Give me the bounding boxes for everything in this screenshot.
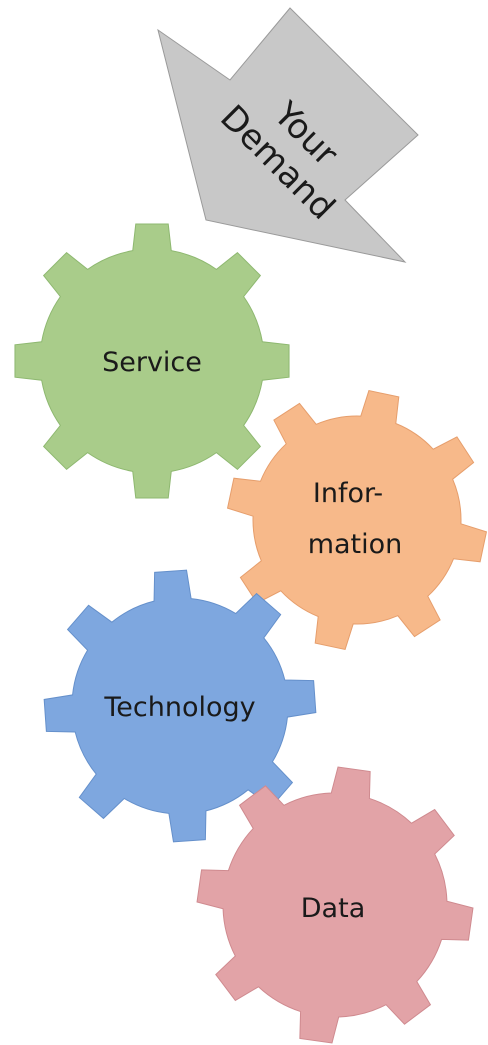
gear-service-label: Service xyxy=(102,347,202,378)
gear-service-shape xyxy=(14,223,290,499)
gear-technology-label: Technology xyxy=(103,692,255,723)
gear-service: Service xyxy=(14,223,290,499)
demand-arrow: Your Demand xyxy=(157,7,419,263)
gear-technology-shape xyxy=(43,569,317,843)
gear-information: Infor- mation xyxy=(226,389,488,651)
gear-information-label-line1: Infor- xyxy=(313,478,383,509)
gear-data-label: Data xyxy=(301,893,365,924)
demand-arrow-shape xyxy=(157,7,419,263)
gear-technology: Technology xyxy=(43,569,317,843)
gear-data-shape xyxy=(196,766,474,1044)
gear-data: Data xyxy=(196,766,474,1044)
gear-information-shape xyxy=(226,389,488,651)
gear-information-label-line2: mation xyxy=(308,529,403,560)
